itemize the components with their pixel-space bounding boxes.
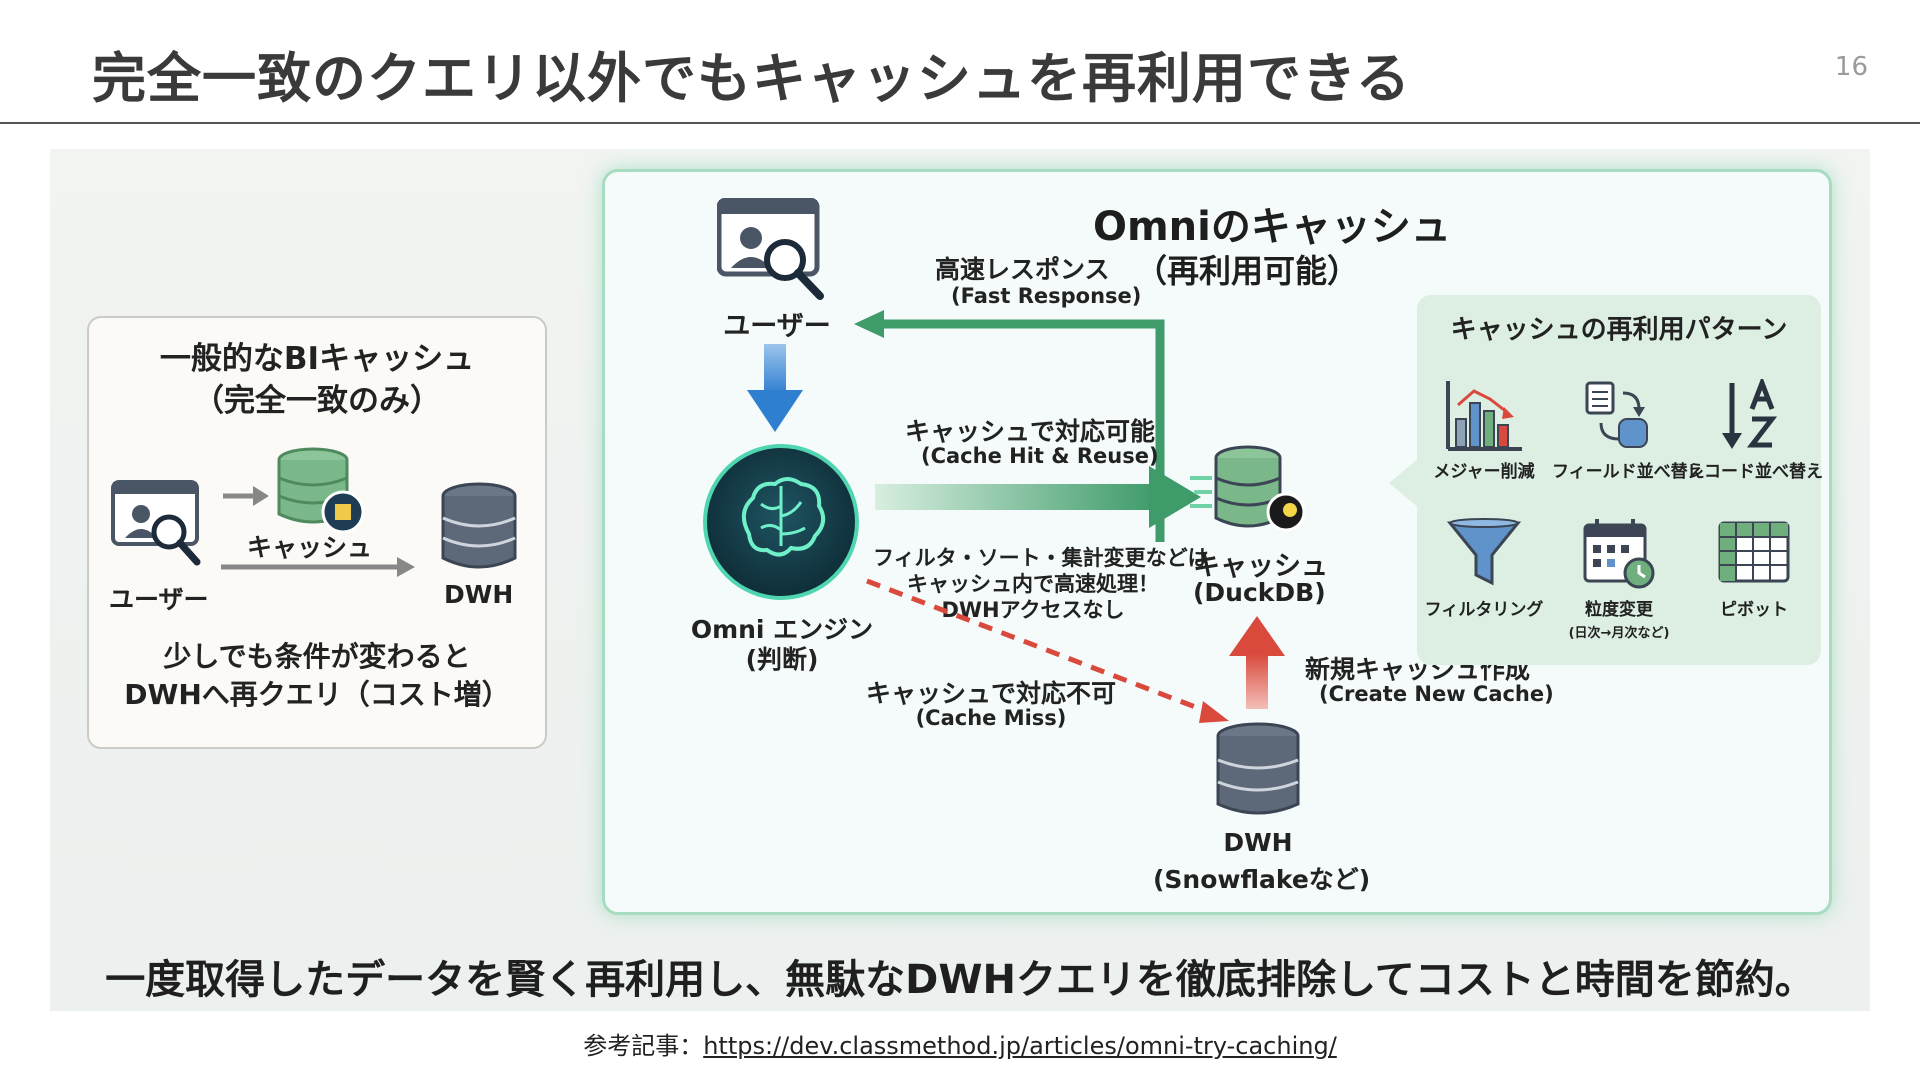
pattern-item-pivot: ピボット — [1687, 517, 1821, 620]
engine-sub-label: (判断) — [745, 645, 819, 674]
pattern-label-filtering: フィルタリング — [1424, 600, 1544, 620]
pattern-item-measure-reduction: メジャー削減 — [1417, 379, 1551, 482]
omni-dwh-database-icon — [1216, 722, 1300, 815]
general-bi-note-line2: DWHへ再クエリ（コスト増） — [124, 678, 510, 711]
pattern-label-record-sort: レコード並べ替え — [1687, 462, 1823, 482]
sort-az-icon — [1722, 379, 1778, 449]
funnel-icon — [1446, 518, 1522, 586]
pattern-label-field-reorder: フィールド並べ替え — [1552, 462, 1705, 482]
cache-note-line3: DWHアクセスなし — [941, 598, 1125, 622]
cache-hit-en-label: (Cache Hit & Reuse) — [921, 444, 1159, 468]
left-cache-label: キャッシュ — [247, 533, 373, 562]
user-search-icon — [111, 480, 201, 566]
cache-miss-en-label: (Cache Miss) — [915, 706, 1067, 730]
general-bi-note-line1: 少しでも条件が変わると — [163, 640, 471, 673]
omni-user-label: ユーザー — [723, 311, 831, 342]
fast-response-label: 高速レスポンス — [935, 255, 1110, 284]
new-cache-en-label: (Create New Cache) — [1319, 682, 1554, 706]
pattern-item-record-sort: レコード並べ替え — [1687, 379, 1823, 482]
fast-response-en-label: (Fast Response) — [951, 284, 1142, 308]
cache-hit-arrow-icon — [875, 466, 1201, 528]
red-up-arrow-icon — [1229, 616, 1285, 709]
omni-cache-title: Omniのキャッシュ — [1093, 204, 1451, 250]
pattern-pointer-icon — [1389, 458, 1419, 508]
duckdb-cache-sub-label: (DuckDB) — [1193, 578, 1326, 607]
diagram-canvas: 一般的なBIキャッシュ （完全一致のみ） キャッシュ — [50, 149, 1870, 1011]
dwh-database-icon — [441, 482, 517, 569]
bar-chart-icon — [1446, 381, 1522, 451]
fast-response-arrow-icon — [854, 310, 1165, 542]
pattern-item-field-reorder: フィールド並べ替え — [1552, 379, 1705, 482]
cache-miss-label: キャッシュで対応不可 — [865, 679, 1116, 708]
summary-banner: 一度取得したデータを賢く再利用し、無駄なDWHクエリを徹底排除してコストと時間を… — [105, 957, 1815, 1003]
pattern-item-granularity: 粒度変更 (日次→月次など) — [1552, 517, 1686, 641]
reference-line: 参考記事：https://dev.classmethod.jp/articles… — [0, 1026, 1920, 1061]
cache-hit-label: キャッシュで対応可能 — [905, 417, 1156, 446]
left-dwh-label: DWH — [444, 580, 514, 609]
reference-link[interactable]: https://dev.classmethod.jp/articles/omni… — [703, 1032, 1337, 1060]
omni-dwh-label: DWH — [1223, 828, 1293, 857]
omni-dwh-sub-label: (Snowflakeなど) — [1153, 865, 1371, 894]
cache-database-icon — [277, 447, 365, 534]
general-bi-cache-panel: 一般的なBIキャッシュ （完全一致のみ） キャッシュ — [87, 316, 547, 749]
left-user-label: ユーザー — [109, 585, 209, 614]
cache-note-line2: キャッシュ内で高速処理！ — [907, 572, 1159, 596]
engine-label: Omni エンジン — [690, 615, 874, 644]
arrow-to-cache-icon — [223, 486, 269, 506]
general-bi-note: 少しでも条件が変わると DWHへ再クエリ（コスト増） — [89, 638, 545, 714]
cache-miss-arrow-icon — [866, 578, 1229, 723]
omni-user-search-icon — [717, 198, 824, 300]
blue-down-arrow-icon — [747, 344, 803, 432]
reference-prefix: 参考記事： — [583, 1032, 704, 1060]
omni-engine-brain-icon — [703, 444, 859, 600]
pattern-sub-granularity: (日次→月次など) — [1568, 626, 1670, 641]
duckdb-cache-label: キャッシュ — [1193, 551, 1328, 582]
general-bi-title: 一般的なBIキャッシュ （完全一致のみ） — [89, 338, 545, 422]
pattern-item-filtering: フィルタリング — [1417, 517, 1551, 620]
pivot-table-icon — [1718, 521, 1790, 583]
calendar-icon — [1583, 519, 1655, 589]
slide-title: 完全一致のクエリ以外でもキャッシュを再利用できる — [92, 47, 1411, 110]
page-number: 16 — [1834, 52, 1868, 82]
general-bi-title-line1: 一般的なBIキャッシュ — [159, 341, 475, 377]
pattern-label-measure-reduction: メジャー削減 — [1433, 462, 1535, 482]
reorder-icon — [1585, 381, 1648, 448]
arrow-to-dwh-icon — [221, 557, 415, 577]
cache-note-line1: フィルタ・ソート・集計変更などは — [873, 546, 1209, 570]
reuse-pattern-title: キャッシュの再利用パターン — [1450, 315, 1788, 345]
pattern-label-pivot: ピボット — [1720, 600, 1788, 620]
reuse-pattern-panel: キャッシュの再利用パターン メジャー削減 — [1417, 295, 1823, 665]
duckdb-cache-icon — [1190, 445, 1306, 532]
omni-cache-panel: Omniのキャッシュ （再利用可能） ユーザー 高速レスポンス (Fast Re… — [602, 169, 1832, 915]
title-divider — [0, 122, 1920, 124]
pattern-label-granularity: 粒度変更 — [1585, 600, 1653, 620]
general-bi-title-line2: （完全一致のみ） — [193, 383, 441, 419]
omni-cache-subtitle: （再利用可能） — [1135, 252, 1360, 290]
